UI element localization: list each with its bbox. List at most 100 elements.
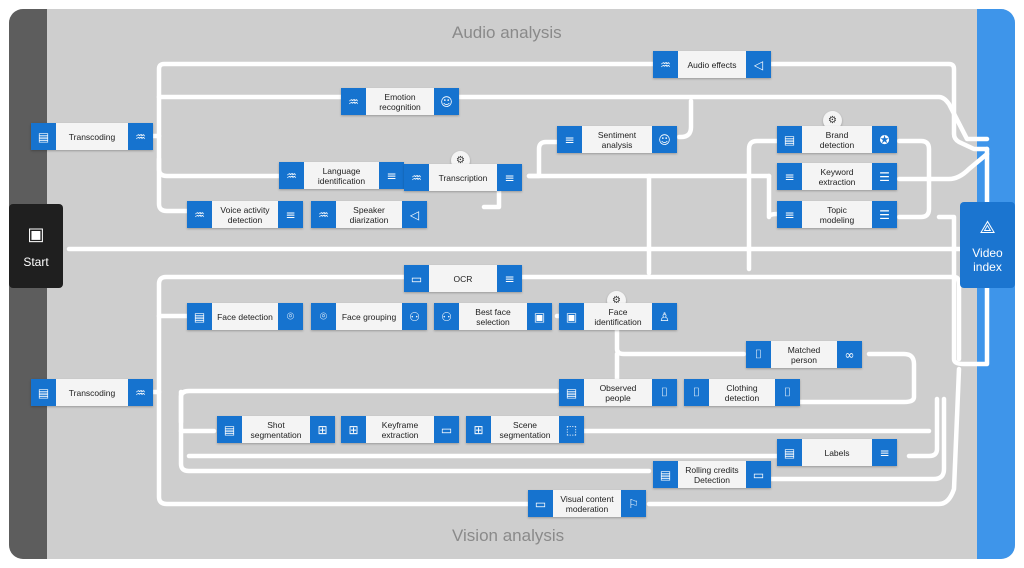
start-label: Start <box>23 254 49 269</box>
clothing-detection-node[interactable]: ⌷ Clothing detection ⌷ <box>684 379 800 406</box>
link-icon: ∞ <box>837 341 862 368</box>
node-label: Topic modeling <box>819 204 855 225</box>
node-label: Keyframe extraction <box>381 419 419 440</box>
rolling-credits-detection-node[interactable]: ▤ Rolling credits Detection ▭ <box>653 461 771 488</box>
credits-icon: ▭ <box>746 461 771 488</box>
waveform-icon: ♒ <box>187 201 212 228</box>
sentiment-analysis-node[interactable]: ≡ Sentiment analysis ☺ <box>557 126 677 153</box>
node-label: Observed people <box>599 382 637 403</box>
connector-lines <box>66 61 990 507</box>
node-label: Best face selection <box>475 306 511 327</box>
frame-icon: ▭ <box>404 265 429 292</box>
film-icon: ▤ <box>653 461 678 488</box>
labels-node[interactable]: ▤ Labels ≡ <box>777 439 897 466</box>
waveform-icon: ♒ <box>128 379 153 406</box>
node-label: Matched person <box>787 344 821 365</box>
observed-people-node[interactable]: ▤ Observed people ⌷ <box>559 379 677 406</box>
waveform-icon: ♒ <box>404 164 429 191</box>
film-icon: ▣ <box>27 223 45 245</box>
people-icon: ⚇ <box>402 303 427 330</box>
node-label: Visual content moderation <box>560 493 614 514</box>
node-label: Voice activity detection <box>220 204 270 225</box>
transcription-node[interactable]: ♒ Transcription ≡ <box>404 164 522 191</box>
voice-activity-detection-node[interactable]: ♒ Voice activity detection ≡ <box>187 201 303 228</box>
node-label: OCR <box>453 273 473 284</box>
face-scan-icon: ⌾ <box>278 303 303 330</box>
frame-icon: ▭ <box>528 490 553 517</box>
node-label: Emotion recognition <box>379 91 421 112</box>
document-icon: ≡ <box>557 126 582 153</box>
topic-modeling-node[interactable]: ≡ Topic modeling ☰ <box>777 201 897 228</box>
settings-icon[interactable]: ⚙ <box>823 111 842 130</box>
speaker-diarization-node[interactable]: ♒ Speaker diarization ◁ <box>311 201 427 228</box>
person-frame-icon: ⌷ <box>684 379 709 406</box>
audio-transcoding-node[interactable]: ▤ Transcoding ♒ <box>31 123 153 150</box>
face-scan-icon: ⌾ <box>311 303 336 330</box>
film-icon: ▤ <box>777 439 802 466</box>
speaker-icon: ◁ <box>746 51 771 78</box>
audio-effects-node[interactable]: ♒ Audio effects ◁ <box>653 51 771 78</box>
person-frame-icon: ⌷ <box>775 379 800 406</box>
emotion-recognition-node[interactable]: ♒ Emotion recognition ☺ <box>341 88 459 115</box>
film-icon: ▤ <box>187 303 212 330</box>
diagram-canvas: Audio analysis Vision analysis ▣ Start ⟁… <box>9 9 1015 559</box>
face-identification-node[interactable]: ▣ Face identification ♙ <box>559 303 677 330</box>
smiley-icon: ☺ <box>434 88 459 115</box>
video-index-label: Video index <box>972 245 1003 274</box>
speaker-icon: ◁ <box>402 201 427 228</box>
node-label: Transcription <box>438 172 488 183</box>
document-icon: ≡ <box>497 265 522 292</box>
people-icon: ⚇ <box>434 303 459 330</box>
waveform-icon: ♒ <box>311 201 336 228</box>
document-icon: ≡ <box>497 164 522 191</box>
document-icon: ≡ <box>379 162 404 189</box>
vision-analysis-title: Vision analysis <box>452 526 565 545</box>
keyword-extraction-node[interactable]: ≡ Keyword extraction ☰ <box>777 163 897 190</box>
person-frame-icon: ⌷ <box>652 379 677 406</box>
start-node[interactable]: ▣ Start <box>9 204 63 288</box>
grid-icon: ⊞ <box>466 416 491 443</box>
face-grouping-node[interactable]: ⌾ Face grouping ⚇ <box>311 303 427 330</box>
node-label: Speaker diarization <box>349 204 389 225</box>
person-frame-icon: ⌷ <box>746 341 771 368</box>
node-label: Scene segmentation <box>499 419 551 440</box>
flag-icon: ⚐ <box>621 490 646 517</box>
list-icon: ☰ <box>872 163 897 190</box>
node-label: Brand detection <box>819 129 855 150</box>
waveform-icon: ♒ <box>128 123 153 150</box>
node-label: Transcoding <box>68 131 116 142</box>
document-icon: ≡ <box>777 201 802 228</box>
keyframe-extraction-node[interactable]: ⊞ Keyframe extraction ▭ <box>341 416 459 443</box>
portrait-icon: ▣ <box>559 303 584 330</box>
vision-transcoding-node[interactable]: ▤ Transcoding ♒ <box>31 379 153 406</box>
network-icon: ⟁ <box>979 216 996 238</box>
matched-person-node[interactable]: ⌷ Matched person ∞ <box>746 341 862 368</box>
person-check-icon: ♙ <box>652 303 677 330</box>
node-label: Shot segmentation <box>250 419 302 440</box>
document-icon: ≡ <box>278 201 303 228</box>
node-label: Transcoding <box>68 387 116 398</box>
node-label: Keyword extraction <box>818 166 856 187</box>
brand-detection-node[interactable]: ▤ Brand detection ✪ <box>777 126 897 153</box>
scene-segmentation-node[interactable]: ⊞ Scene segmentation ⬚ <box>466 416 584 443</box>
face-detection-node[interactable]: ▤ Face detection ⌾ <box>187 303 303 330</box>
node-label: Language identification <box>317 165 366 186</box>
shot-segmentation-node[interactable]: ▤ Shot segmentation ⊞ <box>217 416 335 443</box>
node-label: Rolling credits Detection <box>685 464 739 485</box>
language-identification-node[interactable]: ♒ Language identification ≡ <box>279 162 404 189</box>
portrait-icon: ▣ <box>527 303 552 330</box>
list-icon: ☰ <box>872 201 897 228</box>
waveform-icon: ♒ <box>341 88 366 115</box>
frame-icon: ▭ <box>434 416 459 443</box>
node-label: Audio effects <box>687 59 737 70</box>
film-icon: ▤ <box>31 379 56 406</box>
ocr-node[interactable]: ▭ OCR ≡ <box>404 265 522 292</box>
best-face-selection-node[interactable]: ⚇ Best face selection ▣ <box>434 303 552 330</box>
visual-content-moderation-node[interactable]: ▭ Visual content moderation ⚐ <box>528 490 646 517</box>
smiley-icon: ☺ <box>652 126 677 153</box>
filmstrip-icon: ⬚ <box>559 416 584 443</box>
grid-icon: ⊞ <box>310 416 335 443</box>
film-icon: ▤ <box>217 416 242 443</box>
video-index-node[interactable]: ⟁ Video index <box>960 202 1015 288</box>
node-label: Labels <box>824 447 850 458</box>
